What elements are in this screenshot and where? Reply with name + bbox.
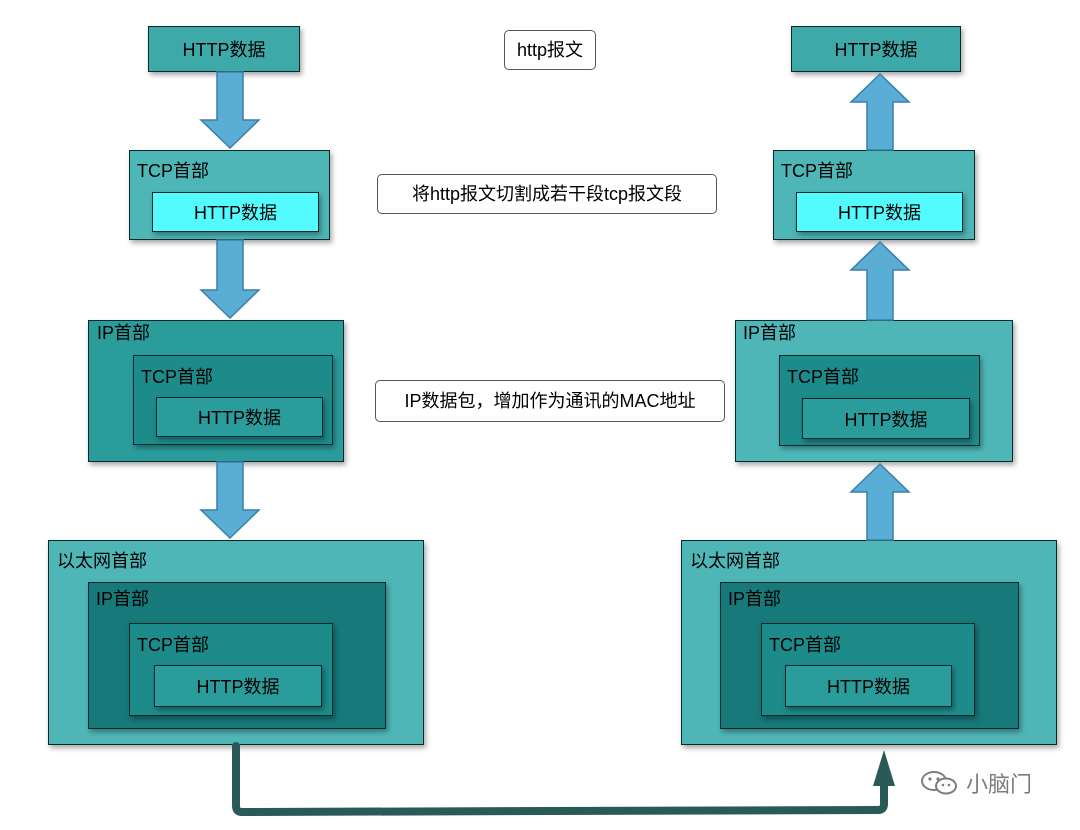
ip-packet: IP首部 TCP首部 HTTP数据 [720,582,1019,729]
http-data-label: HTTP数据 [196,677,280,697]
ip-header-label: IP首部 [96,589,150,609]
ip-header-label: IP首部 [743,323,797,343]
http-data-box: HTTP数据 [152,192,319,232]
wechat-icon [921,771,957,795]
tcp-segment: TCP首部 HTTP数据 [761,623,975,716]
transfer-line [232,742,888,816]
right-tcp-segment: TCP首部 HTTP数据 [773,150,975,240]
http-data-box: HTTP数据 [802,398,970,439]
tcp-header-label: TCP首部 [781,161,853,181]
http-data-box: HTTP数据 [156,397,323,437]
left-ethernet-frame: 以太网首部 IP首部 TCP首部 HTTP数据 [48,540,424,745]
left-http-box: HTTP数据 [148,26,300,72]
ip-header-label: IP首部 [728,589,782,609]
watermark: 小脑门 [920,768,1032,798]
ethernet-header-label: 以太网首部 [690,551,780,571]
right-ethernet-frame: 以太网首部 IP首部 TCP首部 HTTP数据 [681,540,1057,745]
tcp-header-label: TCP首部 [137,161,209,181]
left-tcp-segment: TCP首部 HTTP数据 [129,150,330,240]
arrow-tcp-to-http [849,72,911,151]
tcp-header-label: TCP首部 [787,367,859,387]
tcp-segment: TCP首部 HTTP数据 [129,623,333,716]
tcp-segment: TCP首部 HTTP数据 [133,355,333,445]
http-data-label: HTTP数据 [198,408,281,428]
tcp-header-label: TCP首部 [769,635,841,655]
right-ip-packet: IP首部 TCP首部 HTTP数据 [735,320,1013,462]
http-data-box: HTTP数据 [796,192,963,232]
http-data-label: HTTP数据 [194,203,277,223]
ip-header-label: IP首部 [97,323,151,343]
arrow-ip-to-tcp [849,240,911,321]
ethernet-header-label: 以太网首部 [57,551,147,571]
arrow-ip-to-ethernet [199,461,261,540]
watermark-text: 小脑门 [966,772,1033,797]
http-data-label: HTTP数据 [838,203,921,223]
http-data-box: HTTP数据 [785,665,952,707]
tcp-header-label: TCP首部 [141,367,213,387]
arrow-ethernet-to-ip [849,462,911,541]
http-message-note: http报文 [504,30,596,70]
tcp-split-note: 将http报文切割成若干段tcp报文段 [377,174,717,214]
ip-packet-note: IP数据包，增加作为通讯的MAC地址 [375,380,725,422]
http-data-label: HTTP数据 [182,40,266,60]
transfer-arrowhead [873,750,895,786]
http-data-box: HTTP数据 [154,665,322,707]
arrow-tcp-to-ip [199,239,261,320]
http-data-label: HTTP数据 [834,40,918,60]
tcp-header-label: TCP首部 [137,635,209,655]
ip-packet: IP首部 TCP首部 HTTP数据 [88,582,386,729]
tcp-segment: TCP首部 HTTP数据 [779,355,980,446]
http-data-label: HTTP数据 [827,677,910,697]
http-data-label: HTTP数据 [844,409,928,430]
left-ip-packet: IP首部 TCP首部 HTTP数据 [88,320,344,462]
right-http-box: HTTP数据 [791,26,961,72]
arrow-http-to-tcp [199,71,261,150]
